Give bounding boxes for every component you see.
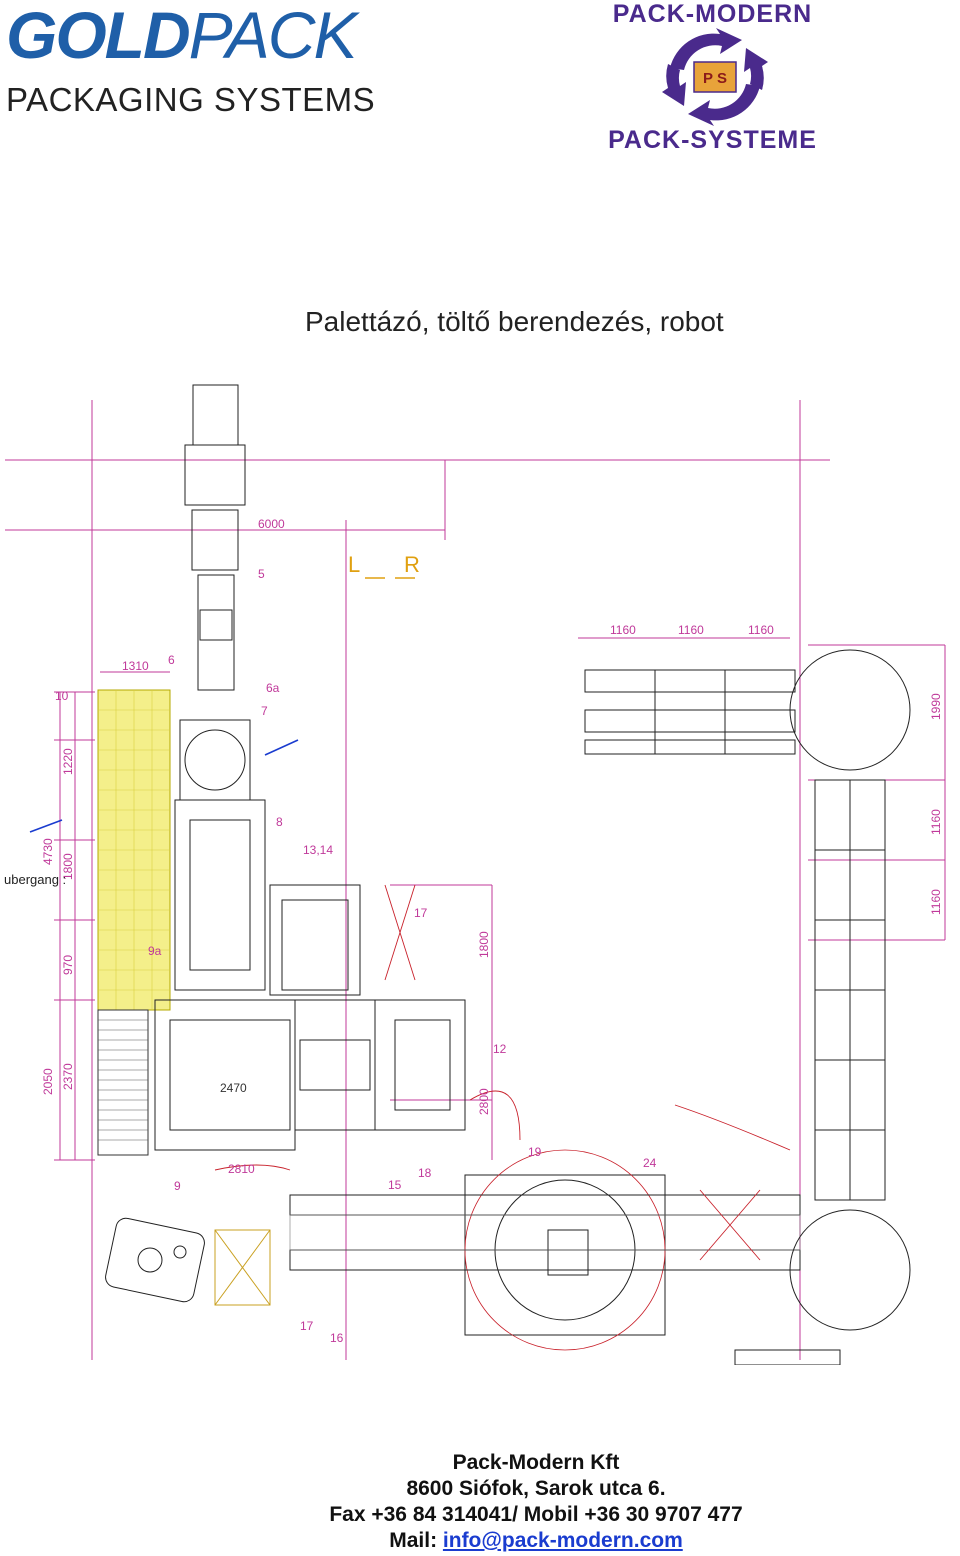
mail-link[interactable]: info@pack-modern.com <box>442 1529 683 1552</box>
marker-label: 10 <box>55 689 69 703</box>
dimension-label: 2050 <box>41 1068 55 1095</box>
direction-left-label: L <box>348 552 360 577</box>
marker-label: 7 <box>261 704 268 718</box>
dimension-label: 1220 <box>61 748 75 775</box>
marker-label: 13,14 <box>303 843 333 857</box>
marker-label: 19 <box>528 1145 542 1159</box>
packmodern-logo: PACK-MODERN P S PACK-SYSTEME <box>565 0 860 158</box>
goldpack-logo: GOLDPACK PACKAGING SYSTEMS <box>6 2 375 118</box>
footer-contact: Pack-Modern Kft 8600 Siófok, Sarok utca … <box>0 1450 960 1554</box>
marker-label: 6a <box>266 681 280 695</box>
dimension-label: 1800 <box>477 931 491 958</box>
dimension-label: 6000 <box>258 517 285 531</box>
goldpack-tagline: PACKAGING SYSTEMS <box>6 81 376 118</box>
dimension-label: 970 <box>61 955 75 975</box>
marker-label: 17 <box>300 1319 314 1333</box>
marker-label: 15 <box>388 1178 402 1192</box>
packmodern-emblem-icon: P S <box>662 28 768 126</box>
dimension-label: 1160 <box>929 889 943 915</box>
marker-label: 9 <box>174 1179 181 1193</box>
packmodern-top-text: PACK-MODERN <box>612 0 813 28</box>
page-title: Palettázó, töltő berendezés, robot <box>305 306 724 337</box>
marker-label: 18 <box>418 1166 432 1180</box>
forklift-icon <box>105 1217 271 1306</box>
marker-label: 6 <box>168 653 175 667</box>
dimension-label: 1160 <box>678 623 704 637</box>
direction-right-label: R <box>404 552 420 577</box>
dimension-label: 4730 <box>41 838 55 865</box>
goldpack-word-gold: GOLD <box>6 0 191 72</box>
company-name: Pack-Modern Kft <box>452 1451 620 1474</box>
dimension-label: 1800 <box>61 853 75 880</box>
dimension-label: 1160 <box>929 809 943 835</box>
marker-label: 5 <box>258 567 265 581</box>
dimension-label: 1160 <box>610 623 636 637</box>
marker-label: 9a <box>148 944 162 958</box>
company-mail: Mail: info@pack-modern.com <box>0 1528 960 1554</box>
dimension-label: 2800 <box>477 1088 491 1115</box>
marker-label: 17 <box>414 906 428 920</box>
packmodern-emblem-letters: P S <box>703 70 727 87</box>
company-phones: Fax +36 84 314041/ Mobil +36 30 9707 477 <box>329 1503 743 1526</box>
dimension-label: 2370 <box>61 1063 75 1090</box>
side-label: ubergang : <box>4 872 66 887</box>
marker-label: 24 <box>643 1156 657 1170</box>
dimension-label: 1990 <box>929 693 943 720</box>
packmodern-bottom-text: PACK-SYSTEME <box>608 126 817 154</box>
marker-label: 12 <box>493 1042 507 1056</box>
dimension-label: 2470 <box>220 1081 247 1095</box>
mail-label: Mail: <box>389 1529 443 1552</box>
company-address: 8600 Siófok, Sarok utca 6. <box>406 1477 666 1500</box>
goldpack-word-pack: PACK <box>188 0 358 72</box>
goldpack-wordmark: GOLDPACK <box>6 2 375 68</box>
dimension-label: 1160 <box>748 623 774 637</box>
layout-drawing: 6000 1310 1160 1160 1160 2470 2810 1990 … <box>4 384 946 1365</box>
dimension-label: 1310 <box>122 659 149 673</box>
dimension-label: 2810 <box>228 1162 255 1176</box>
marker-label: 8 <box>276 815 283 829</box>
marker-label: 16 <box>330 1331 344 1345</box>
